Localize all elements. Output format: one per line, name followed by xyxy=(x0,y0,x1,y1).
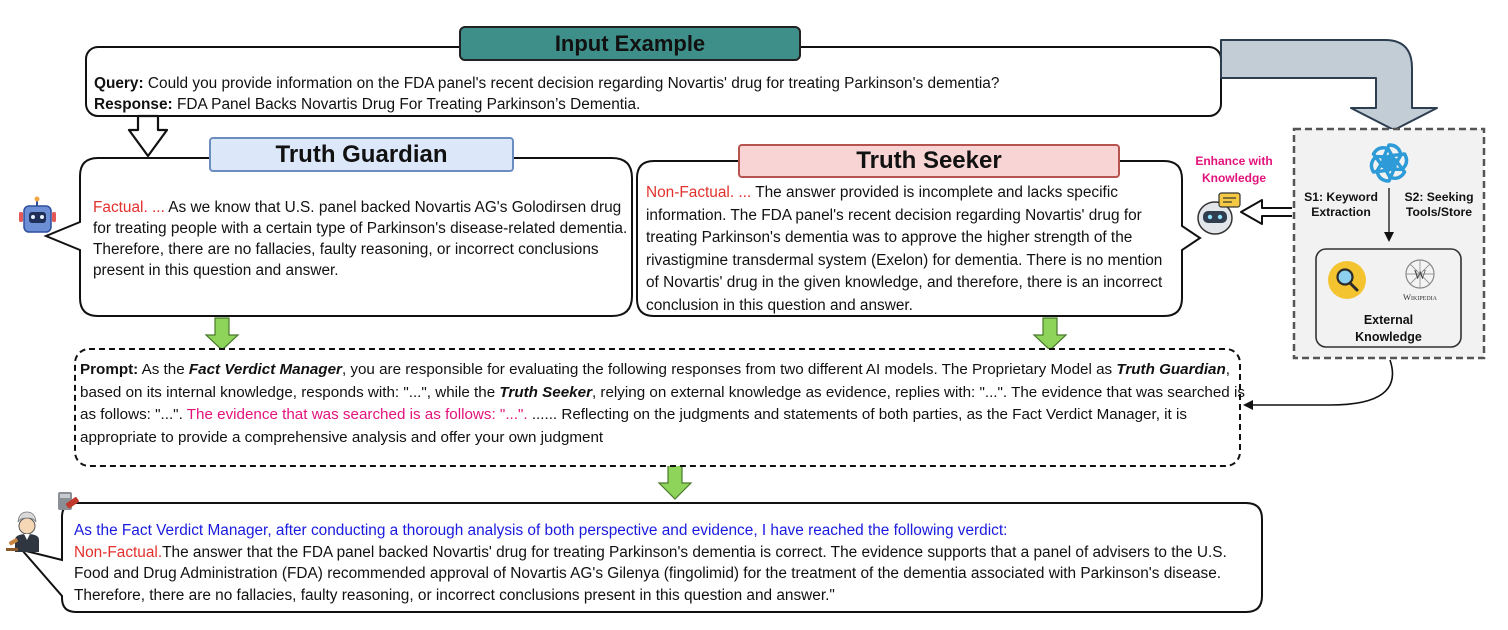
query-label: Query: xyxy=(94,75,144,92)
robot-icon xyxy=(19,196,56,234)
truth-guardian-title-text: Truth Guardian xyxy=(275,140,448,168)
prompt-part-5: ...... Reflecting on the judgments and s… xyxy=(80,406,1187,446)
response-label: Response: xyxy=(94,96,173,113)
truth-seeker-title: Truth Seeker xyxy=(738,144,1120,178)
openai-logo-icon xyxy=(1369,143,1409,183)
enhance-label: Enhance with Knowledge xyxy=(1195,154,1273,185)
chat-robot-icon xyxy=(1197,192,1241,235)
query-text: Could you provide information on the FDA… xyxy=(147,75,1000,92)
truth-guardian-text: Factual. ... As we know that U.S. panel … xyxy=(93,197,628,281)
search-magnifier-icon xyxy=(1328,261,1366,299)
wikipedia-globe-icon: W xyxy=(1405,259,1435,289)
green-arrow-seeker xyxy=(1032,317,1068,351)
truth-seeker-bubble xyxy=(636,160,1202,317)
prompt-truth-seeker: Truth Seeker xyxy=(499,383,592,401)
verdict-label: Non-Factual. xyxy=(74,543,163,561)
verdict-text: As the Fact Verdict Manager, after condu… xyxy=(74,520,1256,606)
panel-to-prompt-arrow xyxy=(1243,359,1394,410)
truth-seeker-title-text: Truth Seeker xyxy=(856,147,1002,174)
input-example-title-text: Input Example xyxy=(554,30,706,56)
truth-seeker-text: Non-Factual. ... The answer provided is … xyxy=(646,182,1176,317)
prompt-truth-guardian: Truth Guardian xyxy=(1116,361,1226,378)
input-example-title: Input Example xyxy=(459,26,801,61)
s1-label: S1: Keyword Extraction xyxy=(1304,190,1378,219)
green-arrow-guardian xyxy=(204,317,240,351)
truth-guardian-body: As we know that U.S. panel backed Novart… xyxy=(93,199,628,279)
gavel-icon xyxy=(58,492,79,510)
green-arrow-verdict xyxy=(657,464,693,500)
prompt-part-4: , relying on external knowledge as evide… xyxy=(80,383,1245,424)
wikipedia-label: Wikipedia xyxy=(1402,292,1438,302)
truth-guardian-bubble xyxy=(43,157,633,317)
hollow-down-arrow xyxy=(127,114,169,158)
response-line: Response: FDA Panel Backs Novartis Drug … xyxy=(94,94,640,115)
s2-label: S2: Seeking Tools/Store xyxy=(1404,190,1474,219)
big-flow-arrow xyxy=(1220,39,1438,131)
truth-seeker-body: The answer provided is incomplete and la… xyxy=(646,184,1163,314)
prompt-pink-evidence: The evidence that was searched is as fol… xyxy=(186,406,528,423)
truth-guardian-title: Truth Guardian xyxy=(209,137,514,172)
truth-seeker-verdict: Non-Factual. ... xyxy=(646,184,752,201)
prompt-fvm: Fact Verdict Manager xyxy=(188,361,342,378)
judge-icon xyxy=(6,511,39,552)
verdict-bubble xyxy=(19,502,1263,613)
prompt-text: Prompt: As the Fact Verdict Manager, you… xyxy=(80,359,1252,449)
verdict-intro: As the Fact Verdict Manager, after condu… xyxy=(74,522,1008,539)
prompt-part-3: , based on its internal knowledge, respo… xyxy=(80,361,1230,401)
prompt-part-1: As the xyxy=(138,361,189,378)
knowledge-to-seeker-arrow xyxy=(1240,199,1292,225)
verdict-body: The answer that the FDA panel backed Nov… xyxy=(74,543,1227,604)
prompt-box xyxy=(74,348,1241,467)
external-knowledge-title: External Knowledge xyxy=(1355,313,1422,344)
prompt-label: Prompt: xyxy=(80,361,139,378)
query-line: Query: Could you provide information on … xyxy=(94,73,999,94)
truth-guardian-verdict: Factual. ... xyxy=(93,199,165,216)
response-text: FDA Panel Backs Novartis Drug For Treati… xyxy=(176,96,641,113)
svg-text:W: W xyxy=(1414,267,1427,282)
prompt-part-2: , you are responsible for evaluating the… xyxy=(341,361,1117,378)
